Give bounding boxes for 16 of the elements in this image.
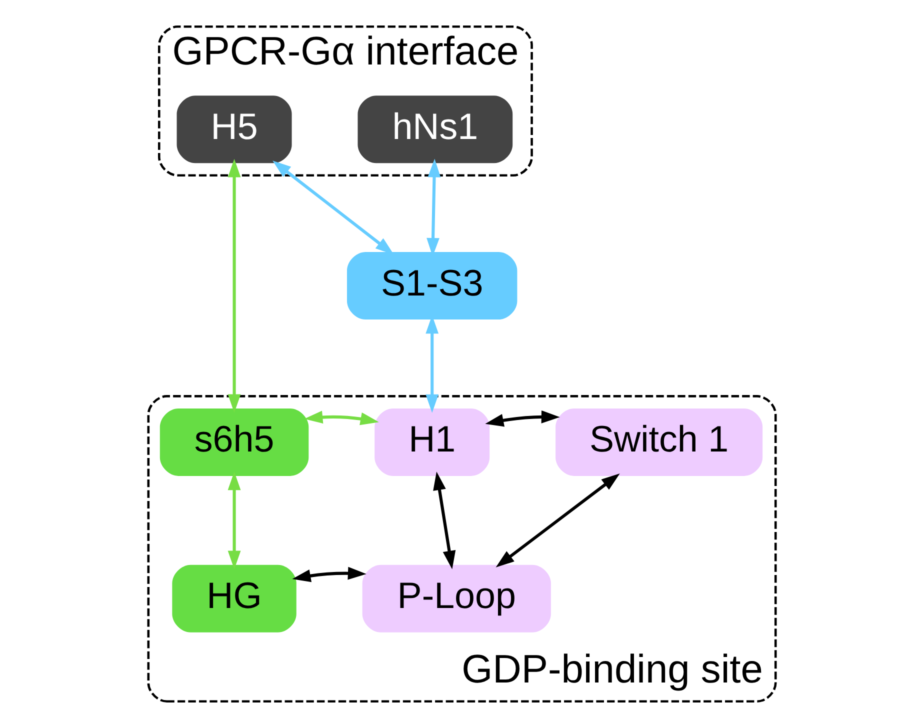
arrow	[304, 410, 378, 426]
arrow	[292, 566, 366, 582]
node-box: S1-S3	[346, 252, 517, 320]
arrow	[432, 472, 456, 570]
node-box: HG	[172, 564, 296, 632]
node-box: P-Loop	[362, 564, 550, 632]
arrow	[484, 410, 560, 427]
node-box: s6h5	[159, 408, 308, 476]
node-box: H1	[374, 408, 490, 476]
node-box: Switch 1	[555, 408, 762, 476]
node-box: H5	[176, 96, 292, 164]
arrow	[272, 160, 394, 255]
arrow	[227, 158, 240, 413]
node-box: hNs1	[357, 96, 512, 164]
arrow	[495, 473, 620, 568]
arrow	[227, 472, 240, 570]
